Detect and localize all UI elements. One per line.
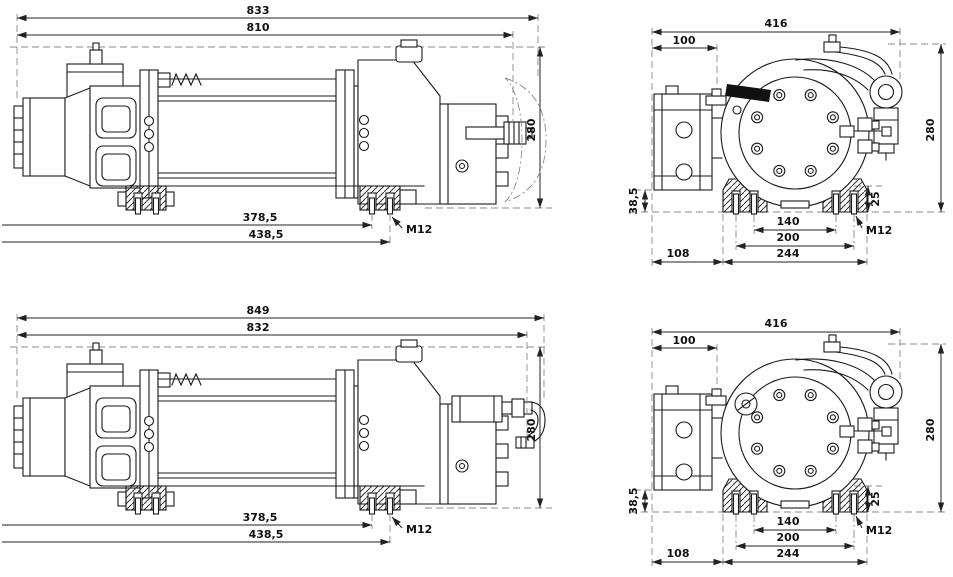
dim-label-height: 280	[924, 418, 937, 441]
dim-label-offset: 100	[673, 334, 696, 347]
dim-label-foot-rise: 25	[869, 191, 882, 206]
dim-label-body-length: 832	[247, 321, 270, 334]
side-view-bottom: 849 832 280 378,5 438,5 M12	[2, 304, 552, 546]
dim-label-foot-rise: 25	[869, 491, 882, 506]
dim-label-thread: M12	[866, 524, 892, 537]
dim-label-base: 38,5	[627, 487, 640, 514]
dim-label-body-length: 810	[247, 21, 270, 34]
dim-label-base: 38,5	[627, 187, 640, 214]
dim-label-bolt-row-1: 378,5	[243, 511, 278, 524]
handle-pivot-bolt	[732, 105, 742, 115]
dim-label-bolt-row-2: 438,5	[249, 228, 284, 241]
side-view-top: 833 810 280 378,5 438,5 M12	[2, 4, 552, 246]
dim-label-height: 280	[525, 418, 538, 441]
dim-label-thread: M12	[406, 223, 432, 236]
dim-label-height: 280	[525, 118, 538, 141]
dim-label-bolt-row-2: 438,5	[249, 528, 284, 541]
dim-label-height: 280	[924, 118, 937, 141]
dim-label-offset: 100	[673, 34, 696, 47]
dim-label-bolt-span-outer: 200	[777, 531, 800, 544]
dim-label-bolt-row-1: 378,5	[243, 211, 278, 224]
release-port	[734, 392, 758, 416]
lever-swing-phantom	[504, 77, 547, 203]
dim-label-thread: M12	[866, 224, 892, 237]
dim-label-side-offset: 108	[667, 547, 690, 560]
dim-label-thread: M12	[406, 523, 432, 536]
dim-label-foot-width: 244	[777, 247, 800, 260]
end-view-top: 416 100 280 38,5 25 140 200 244 108 M12	[627, 17, 948, 266]
dim-label-foot-width: 244	[777, 547, 800, 560]
end-view-bottom: 416 100 280 38,5 25 140 200 244 108 M12	[627, 317, 948, 566]
dim-label-bolt-span-outer: 200	[777, 231, 800, 244]
dim-label-width: 416	[765, 317, 788, 330]
dim-label-side-offset: 108	[667, 247, 690, 260]
clutch-hand-lever	[465, 77, 547, 203]
dim-label-overall-length: 833	[247, 4, 270, 17]
dim-label-bolt-span-inner: 140	[777, 215, 800, 228]
dim-label-overall-length: 849	[247, 304, 270, 317]
dim-label-bolt-span-inner: 140	[777, 515, 800, 528]
dim-label-width: 416	[765, 17, 788, 30]
clutch-release-cylinder	[451, 395, 546, 449]
clutch-handle-grip	[725, 84, 771, 102]
